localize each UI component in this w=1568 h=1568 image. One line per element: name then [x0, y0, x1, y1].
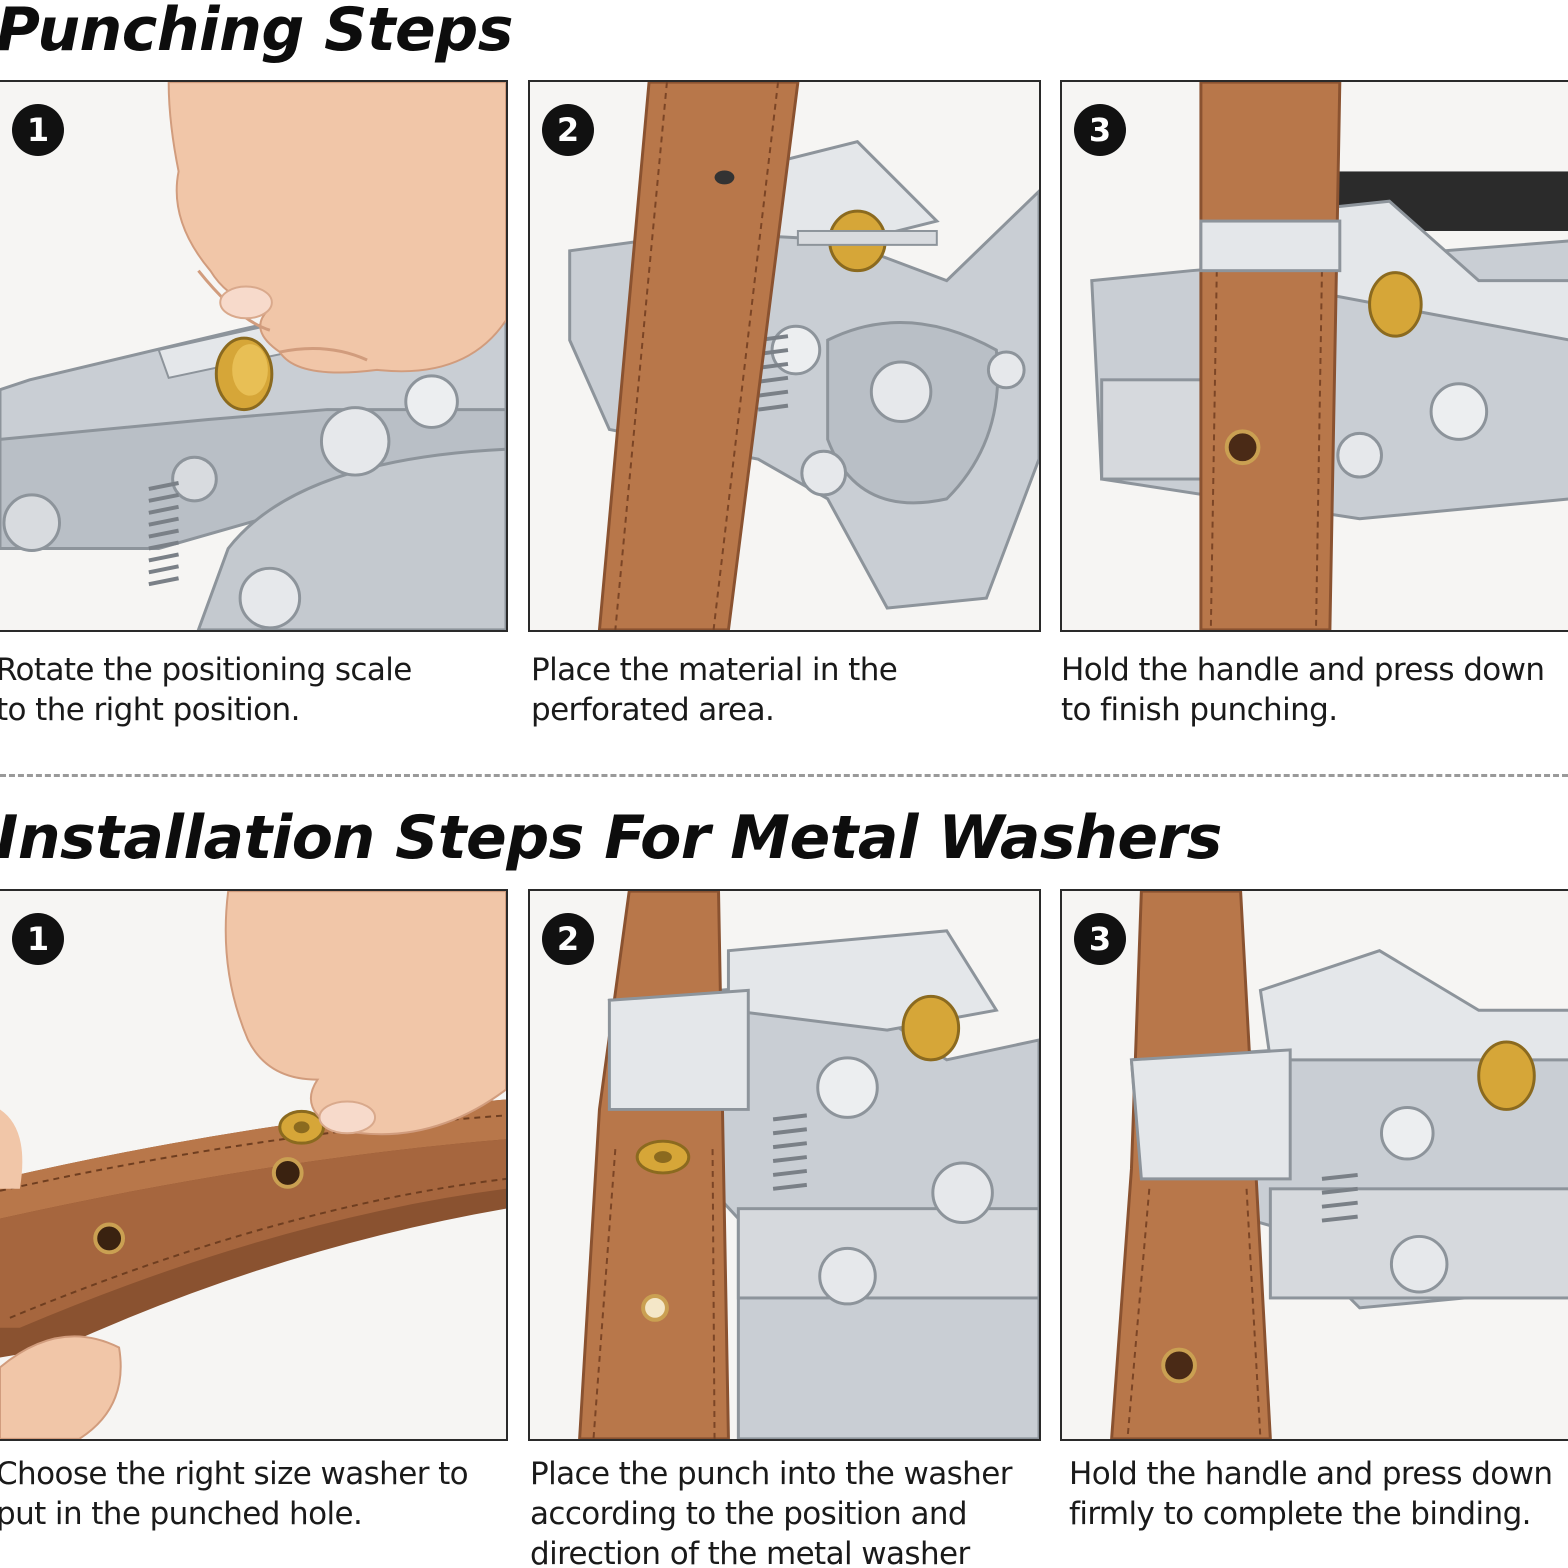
- punching-step-2-caption: Place the material in the perforated are…: [531, 650, 1041, 730]
- installation-steps-title: Installation Steps For Metal Washers: [0, 803, 1222, 873]
- punching-step-3-caption: Hold the handle and press down to finish…: [1061, 650, 1568, 730]
- punching-step-1-caption: Rotate the positioning scale to the righ…: [0, 650, 504, 730]
- caption-text: Place the punch into the washer accordin…: [530, 1456, 1012, 1568]
- section-divider: [0, 774, 1568, 777]
- punching-step-3-photo: 3: [1060, 80, 1568, 632]
- caption-text: Hold the handle and press down to finish…: [1061, 652, 1545, 728]
- installation-step-1-photo: 1: [0, 889, 508, 1441]
- installation-step-3-photo: 3: [1060, 889, 1568, 1441]
- step-number-badge: 3: [1074, 104, 1126, 156]
- caption-text: Place the material in the perforated are…: [531, 652, 898, 728]
- material-placement-illustration: [530, 82, 1039, 630]
- punching-step-1-photo: 1: [0, 80, 508, 632]
- punch-into-washer-illustration: [530, 891, 1039, 1439]
- installation-step-2-photo: 2: [528, 889, 1041, 1441]
- punching-step-2-photo: 2: [528, 80, 1041, 632]
- installation-step-2-caption: Place the punch into the washer accordin…: [530, 1454, 1041, 1568]
- press-down-punching-illustration: [1062, 82, 1568, 630]
- installation-step-1-caption: Choose the right size washer to put in t…: [0, 1454, 504, 1534]
- punching-steps-title: Punching Steps: [0, 0, 513, 65]
- caption-text: Hold the handle and press down firmly to…: [1069, 1456, 1553, 1532]
- step-number-badge: 3: [1074, 913, 1126, 965]
- step-number-badge: 1: [12, 913, 64, 965]
- caption-text: Rotate the positioning scale to the righ…: [0, 652, 412, 728]
- caption-text: Choose the right size washer to put in t…: [0, 1456, 469, 1532]
- installation-step-3-caption: Hold the handle and press down firmly to…: [1069, 1454, 1568, 1534]
- washer-insertion-illustration: [0, 891, 506, 1439]
- step-number-badge: 1: [12, 104, 64, 156]
- complete-binding-illustration: [1062, 891, 1568, 1439]
- pliers-rotate-scale-illustration: [0, 82, 506, 630]
- step-number-badge: 2: [542, 913, 594, 965]
- step-number-badge: 2: [542, 104, 594, 156]
